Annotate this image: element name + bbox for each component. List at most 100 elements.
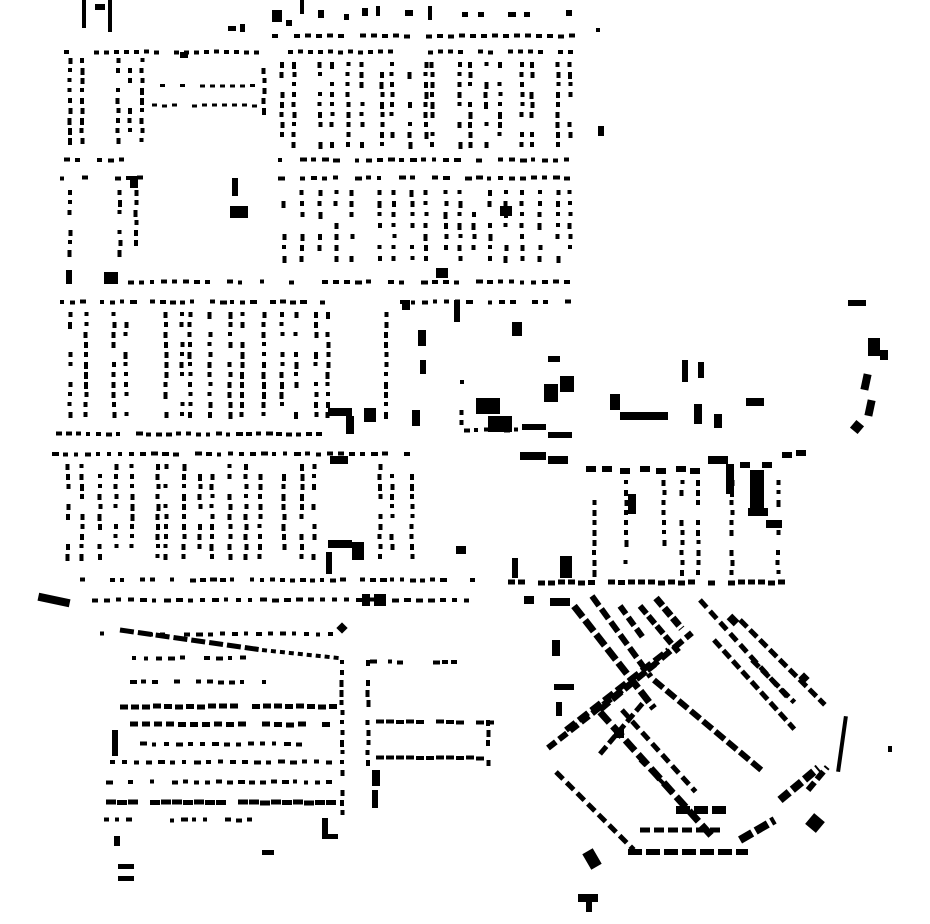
house [328,631,333,636]
building [656,468,666,474]
building [602,466,612,472]
house [443,190,448,194]
house [404,451,410,456]
house [378,484,383,491]
row-building [768,700,779,712]
house [280,299,286,304]
house [116,138,121,144]
house [728,580,735,586]
house [131,704,139,710]
row-building [244,645,259,652]
house [416,598,423,603]
building [620,468,630,474]
house [68,240,73,244]
row-building [801,768,817,783]
house [118,240,123,246]
house [173,452,179,457]
house [209,534,214,539]
house [423,102,428,107]
row-building [753,820,770,835]
house [623,480,628,484]
building [344,14,349,20]
house [314,322,319,328]
house [228,402,233,408]
house [240,342,245,348]
house [399,157,404,162]
row-building [718,849,732,855]
house [416,755,424,760]
building [740,462,750,468]
building [322,834,338,839]
house [208,703,216,709]
house [410,245,415,249]
house [696,560,701,565]
house [76,431,81,436]
house [423,245,428,251]
house [304,632,309,637]
house [536,34,542,38]
house [729,570,734,575]
building [352,542,364,560]
house [214,721,222,727]
row-building [622,679,636,692]
house [188,598,193,603]
house [333,201,338,206]
house [680,570,685,576]
house [530,132,535,137]
house [334,256,339,262]
house [228,342,233,348]
house [238,799,248,805]
house [448,49,453,54]
house [452,597,457,602]
house [172,799,182,805]
house [153,703,161,709]
house [227,494,232,500]
house [396,755,404,760]
house [311,554,316,560]
house [775,520,780,525]
house [410,514,415,518]
house [730,510,735,515]
house [129,452,134,457]
house [200,598,205,602]
house [208,382,213,386]
house [139,118,144,124]
house [174,679,180,684]
house [228,412,233,419]
row-building [660,752,671,764]
house [137,175,143,180]
house [556,142,561,147]
house [187,362,192,366]
house [197,494,202,500]
house [503,223,508,227]
house [389,62,394,66]
building [230,206,248,218]
house [300,201,305,206]
house [481,34,487,39]
house [106,432,112,437]
house [240,655,246,660]
house [240,382,245,388]
row-building [789,778,805,793]
house [410,223,415,228]
house [68,108,73,114]
house [181,514,186,519]
house [114,494,119,499]
row-building [728,631,739,643]
house [220,578,226,582]
row-building [779,687,791,699]
house [346,132,351,137]
house [338,451,344,456]
house [339,680,344,687]
house [318,142,323,149]
house [124,322,129,328]
house [299,190,304,195]
building [560,556,572,578]
house [207,312,212,319]
house [236,598,241,602]
house [339,720,344,724]
house [457,102,462,106]
house [430,72,435,77]
house [242,103,247,107]
house [430,82,435,88]
